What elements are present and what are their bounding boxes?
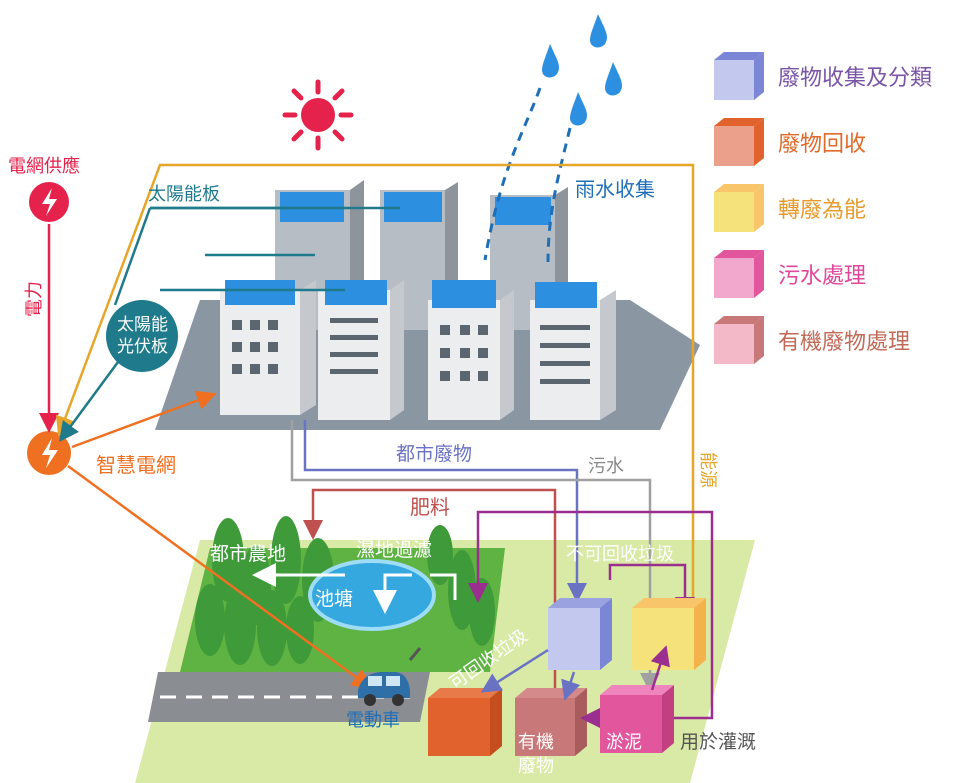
fertilizer-line <box>303 488 557 690</box>
smart-grid-to-ev-arrow <box>67 464 373 689</box>
pond-flow-arrow <box>373 573 412 614</box>
waste-to-energy-box <box>632 598 706 670</box>
pond <box>308 559 436 631</box>
legend-label: 廢物收集及分類 <box>778 66 933 91</box>
solar-line <box>113 207 152 306</box>
organic-label-line2: 廢物 <box>518 756 554 777</box>
legend-swatch <box>714 118 764 166</box>
energy-flow-line <box>55 163 695 620</box>
pond-flow-arrow <box>430 573 457 600</box>
energy-label: 能源 <box>697 452 718 488</box>
legend-item-collection: 廢物收集及分類 <box>708 50 968 116</box>
pv-panel-badge <box>106 300 178 372</box>
solar-line <box>59 361 120 443</box>
legend-label: 污水處理 <box>778 264 867 289</box>
electric-car-icon <box>358 647 422 706</box>
urban-waste-line <box>303 420 587 603</box>
urban-waste-label: 都市廢物 <box>396 443 472 465</box>
legend-swatch <box>714 52 764 100</box>
rain-stream <box>483 87 542 261</box>
recycling-box <box>428 688 502 756</box>
legend: 廢物收集及分類 廢物回收 轉廢為能 污水處理 有機廢物處理 <box>708 50 968 380</box>
irrigation-line <box>468 510 714 720</box>
pv-label-line1: 太陽能 <box>117 315 168 335</box>
legend-swatch <box>714 250 764 298</box>
pond-label: 池塘 <box>315 588 353 610</box>
power-label: 電力 <box>24 281 45 317</box>
waste-collection-box <box>548 598 612 670</box>
sewage-treatment-box <box>600 685 674 753</box>
wetland-filter-label: 濕地過濾 <box>356 539 432 561</box>
collection-to-organic-arrow <box>561 671 581 701</box>
legend-label: 廢物回收 <box>778 132 867 157</box>
sewage-label: 污水 <box>588 456 624 477</box>
legend-item-organic: 有機廢物處理 <box>708 314 968 380</box>
rain-collection-label: 雨水收集 <box>575 177 655 201</box>
urban-farm-label: 都市農地 <box>210 543 286 565</box>
legend-item-waste-to-energy: 轉廢為能 <box>708 182 968 248</box>
sludge-label: 淤泥 <box>606 732 642 753</box>
smart-grid-label: 智慧電網 <box>96 453 176 477</box>
solar-board-label: 太陽能板 <box>148 184 220 205</box>
recyclable-arrow <box>480 648 549 693</box>
legend-swatch <box>714 316 764 364</box>
buildings <box>220 180 616 420</box>
legend-item-recycling: 廢物回收 <box>708 116 968 182</box>
pv-label-line2: 光伏板 <box>117 337 168 357</box>
legend-item-sewage: 污水處理 <box>708 248 968 314</box>
irrigation-label: 用於灌溉 <box>680 731 756 753</box>
sludge-to-energy-arrow <box>650 645 670 691</box>
rain-drop-icon <box>542 14 623 126</box>
legend-label: 有機廢物處理 <box>778 330 911 355</box>
sewage-line <box>290 420 660 693</box>
fertilizer-label: 肥料 <box>410 495 450 519</box>
trees <box>195 516 495 666</box>
ev-label: 電動車 <box>346 710 400 731</box>
non-recyclable-line <box>608 563 695 617</box>
grid-supply-label: 電網供應 <box>8 155 80 177</box>
non-recyclable-label: 不可回收垃圾 <box>566 544 674 565</box>
organic-label-line1: 有機 <box>518 732 554 753</box>
rain-stream <box>546 127 572 263</box>
sun-icon <box>282 79 354 151</box>
legend-label: 轉廢為能 <box>778 198 867 223</box>
smart-grid-to-city-arrow <box>71 390 217 449</box>
legend-swatch <box>714 184 764 232</box>
